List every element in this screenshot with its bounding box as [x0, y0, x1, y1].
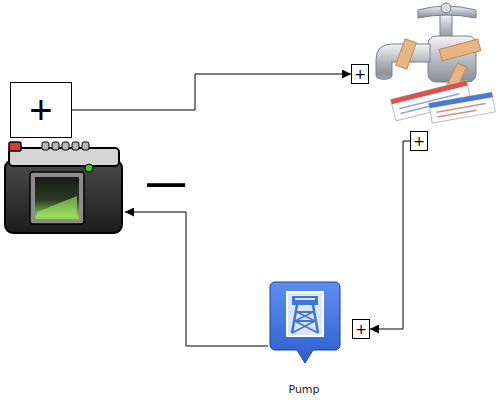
faucet-icon — [376, 3, 481, 89]
terminal-sign: + — [354, 67, 366, 81]
connector-arrow — [370, 141, 410, 329]
pump-node: Pump — [268, 282, 340, 366]
node-label: Pump — [268, 384, 340, 395]
plus-terminal-box: + — [351, 64, 369, 84]
battery-icon — [5, 142, 122, 233]
notice-papers — [391, 81, 496, 123]
connector-arrow — [72, 74, 351, 110]
terminal-sign: + — [29, 90, 52, 130]
terminal-sign: + — [413, 134, 425, 148]
connector-arrow — [125, 212, 268, 346]
pump-icon — [270, 282, 340, 363]
plus-terminal-box: + — [410, 131, 428, 151]
battery-node: — — [2, 130, 125, 236]
terminal-sign: — — [147, 164, 185, 202]
plus-terminal-box: + — [352, 319, 370, 339]
plus-terminal-box: + — [10, 82, 72, 138]
terminal-sign: + — [355, 322, 367, 336]
